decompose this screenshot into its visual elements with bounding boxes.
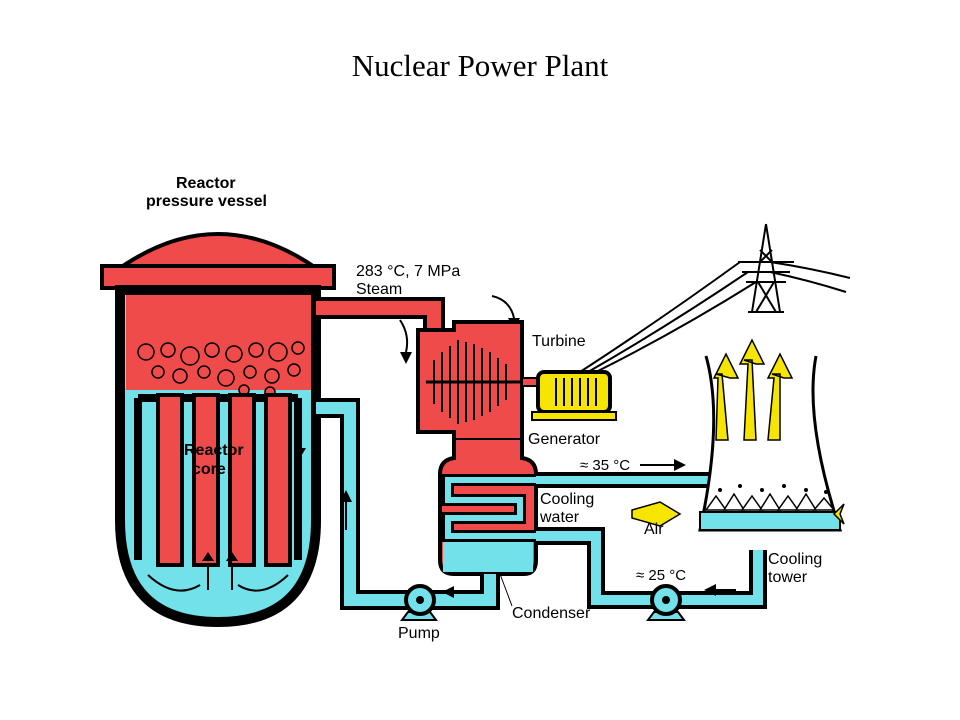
cold-water-temp-label: ≈ 25 °C	[636, 567, 686, 584]
cooling-pump	[646, 584, 686, 621]
air-in-right-icon	[832, 503, 845, 525]
pump-label: Pump	[398, 625, 440, 642]
generator	[531, 370, 617, 421]
cooling-water-label-2: water	[539, 509, 580, 526]
cooling-water-label: Cooling	[540, 491, 594, 508]
reactor-core-label-2: core	[192, 461, 226, 478]
turbine	[416, 320, 539, 442]
reactor-vessel-label: Reactor	[176, 175, 236, 192]
vapor-arrows	[712, 338, 794, 441]
condenser-label: Condenser	[512, 605, 591, 622]
cooling-tower	[631, 338, 845, 532]
feed-pump	[400, 584, 438, 621]
air-label: Air	[644, 521, 664, 538]
turbine-label: Turbine	[532, 333, 586, 350]
hot-water-temp-label: ≈ 35 °C	[580, 457, 630, 474]
reactor-core-label: Reactor	[184, 442, 244, 459]
boiling-bubbles	[137, 341, 305, 398]
feedwater-loop	[316, 398, 500, 610]
reactor-pressure-vessel: Reactor core	[100, 232, 336, 628]
condenser	[438, 440, 538, 576]
generator-label: Generator	[528, 431, 601, 448]
cooling-tower-label-2: tower	[768, 569, 808, 586]
page-title: Nuclear Power Plant	[351, 48, 609, 83]
coolant-flow-arrows	[147, 404, 301, 592]
fuel-rods	[156, 393, 292, 567]
reactor-vessel-label-2: pressure vessel	[146, 193, 267, 210]
steam-conditions-label: 283 °C, 7 MPa	[356, 263, 460, 280]
power-lines	[579, 261, 851, 373]
steam-label: Steam	[356, 281, 402, 298]
pylon-icon	[738, 223, 794, 313]
cooling-fill	[704, 492, 836, 511]
cooling-tower-label: Cooling	[768, 551, 822, 568]
air-in-left-icon	[631, 501, 682, 527]
